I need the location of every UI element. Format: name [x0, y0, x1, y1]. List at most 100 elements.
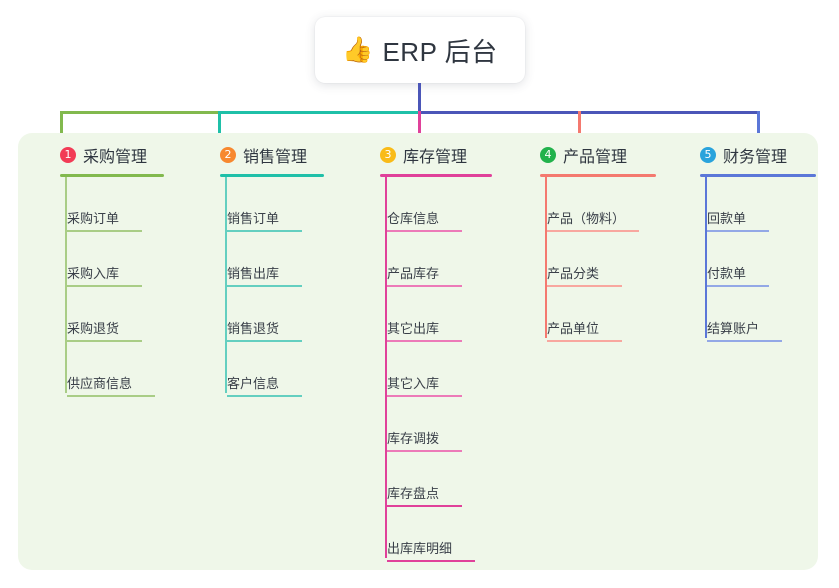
leaf-item[interactable]: 仓库信息	[387, 177, 462, 232]
branch-column-1: 1 采购管理 采购订单 采购入库 采购退货 供应商信息	[40, 133, 200, 570]
leaf-item[interactable]: 出库库明细	[387, 507, 475, 562]
leaf-rule	[227, 340, 302, 342]
leaf-item[interactable]: 回款单	[707, 177, 769, 232]
leaf-label: 结算账户	[707, 321, 760, 336]
leaf-rule	[227, 230, 302, 232]
leaf-rule	[387, 450, 462, 452]
drop-connector-1	[60, 111, 63, 146]
leaf-label: 其它出库	[387, 321, 440, 336]
leaf-label: 仓库信息	[387, 211, 440, 226]
leaf-label: 销售出库	[227, 266, 280, 281]
leaf-label: 产品（物料）	[547, 211, 626, 226]
branch-rule-1	[60, 174, 164, 177]
bus-segment-teal	[218, 111, 420, 114]
branch-title-5: 财务管理	[723, 149, 788, 166]
leaf-item[interactable]: 销售订单	[227, 177, 302, 232]
leaf-item[interactable]: 销售退货	[227, 287, 302, 342]
branch-title-2: 销售管理	[243, 149, 308, 166]
branch-column-2: 2 销售管理 销售订单 销售出库 销售退货 客户信息	[200, 133, 360, 570]
branch-rule-2	[220, 174, 324, 177]
branch-badge-4: 4	[540, 147, 556, 163]
bus-segment-green	[60, 111, 220, 114]
leaf-label: 库存盘点	[387, 486, 440, 501]
branch-header-1[interactable]: 1 采购管理	[60, 143, 147, 167]
branch-column-3: 3 库存管理 仓库信息 产品库存 其它出库 其它入库 库存调拨	[360, 133, 520, 570]
branch-header-2[interactable]: 2 销售管理	[220, 143, 307, 167]
leaf-item[interactable]: 采购退货	[67, 287, 142, 342]
leaf-item[interactable]: 产品库存	[387, 232, 462, 287]
branch-badge-2: 2	[220, 147, 236, 163]
leaf-rule	[227, 285, 302, 287]
branch-trunk-5	[705, 177, 707, 338]
leaf-rule	[387, 285, 462, 287]
leaf-rule	[387, 395, 462, 397]
leaf-rule	[387, 340, 462, 342]
leaf-rule	[67, 285, 142, 287]
leaf-item[interactable]: 库存盘点	[387, 452, 462, 507]
leaf-item[interactable]: 付款单	[707, 232, 769, 287]
branch-trunk-2	[225, 177, 227, 393]
root-node-content: 👍 ERP 后台	[342, 32, 497, 69]
leaf-rule	[547, 285, 622, 287]
leaf-label: 采购入库	[67, 266, 120, 281]
branch-rule-5	[700, 174, 816, 177]
drop-connector-2	[218, 111, 221, 146]
branch-title-1: 采购管理	[83, 149, 148, 166]
leaf-label: 回款单	[707, 211, 747, 226]
leaf-item[interactable]: 供应商信息	[67, 342, 155, 397]
bus-segment-blue	[418, 111, 760, 114]
branch-badge-3: 3	[380, 147, 396, 163]
leaf-rule	[547, 340, 622, 342]
leaf-item[interactable]: 采购订单	[67, 177, 142, 232]
leaf-rule	[387, 230, 462, 232]
leaf-label: 采购退货	[67, 321, 120, 336]
leaf-rule	[387, 505, 462, 507]
branch-header-4[interactable]: 4 产品管理	[540, 143, 627, 167]
leaf-label: 客户信息	[227, 376, 280, 391]
leaf-item[interactable]: 产品单位	[547, 287, 622, 342]
leaf-item[interactable]: 销售出库	[227, 232, 302, 287]
leaf-rule	[707, 285, 769, 287]
branch-trunk-3	[385, 177, 387, 558]
branch-title-3: 库存管理	[403, 149, 468, 166]
leaf-label: 出库库明细	[387, 541, 453, 556]
drop-connector-5	[757, 111, 760, 146]
drop-connector-4	[578, 111, 581, 146]
leaf-label: 采购订单	[67, 211, 120, 226]
branch-header-3[interactable]: 3 库存管理	[380, 143, 467, 167]
leaf-rule	[707, 340, 782, 342]
branch-rule-4	[540, 174, 656, 177]
leaf-rule	[67, 340, 142, 342]
branch-column-4: 4 产品管理 产品（物料） 产品分类 产品单位	[520, 133, 680, 570]
branch-trunk-1	[65, 177, 67, 393]
leaf-label: 产品单位	[547, 321, 600, 336]
leaf-item[interactable]: 结算账户	[707, 287, 782, 342]
leaf-label: 供应商信息	[67, 376, 133, 391]
leaf-item[interactable]: 客户信息	[227, 342, 302, 397]
leaf-label: 付款单	[707, 266, 747, 281]
root-stem-connector	[418, 83, 421, 112]
leaf-rule	[707, 230, 769, 232]
leaf-item[interactable]: 产品分类	[547, 232, 622, 287]
leaf-item[interactable]: 库存调拨	[387, 397, 462, 452]
drop-connector-3	[418, 111, 421, 146]
leaf-item[interactable]: 采购入库	[67, 232, 142, 287]
leaf-label: 产品库存	[387, 266, 440, 281]
leaf-label: 销售订单	[227, 211, 280, 226]
branch-header-5[interactable]: 5 财务管理	[700, 143, 787, 167]
leaf-item[interactable]: 其它出库	[387, 287, 462, 342]
root-node-title: ERP 后台	[382, 36, 498, 67]
leaf-label: 销售退货	[227, 321, 280, 336]
leaf-label: 库存调拨	[387, 431, 440, 446]
branch-title-4: 产品管理	[563, 149, 628, 166]
leaf-rule	[547, 230, 639, 232]
thumbs-up-icon: 👍	[342, 35, 374, 64]
leaf-item[interactable]: 产品（物料）	[547, 177, 639, 232]
leaf-label: 其它入库	[387, 376, 440, 391]
branch-badge-1: 1	[60, 147, 76, 163]
root-node-card[interactable]: 👍 ERP 后台	[315, 17, 525, 83]
leaf-rule	[67, 230, 142, 232]
branch-trunk-4	[545, 177, 547, 338]
leaf-item[interactable]: 其它入库	[387, 342, 462, 397]
